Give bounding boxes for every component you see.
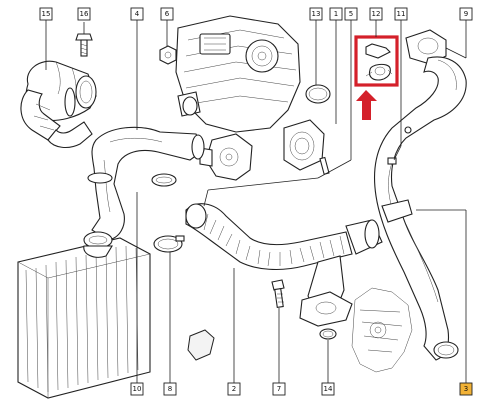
callout-6-text: 6 <box>165 10 170 18</box>
callout-5-text: 5 <box>349 10 353 18</box>
part-12-gasket <box>365 43 393 81</box>
callout-8-text: 8 <box>168 385 172 393</box>
callout-4: 4 <box>130 7 144 21</box>
callout-7-text: 7 <box>277 385 281 393</box>
part-9-long-hose <box>374 56 467 361</box>
callout-8: 8 <box>163 382 177 396</box>
callout-10-text: 10 <box>133 385 142 393</box>
callout-14: 14 <box>321 382 335 396</box>
highlight-arrow-icon <box>356 90 377 120</box>
callout-2: 2 <box>227 382 241 396</box>
part-6-nut <box>159 45 177 65</box>
callout-1: 1 <box>329 7 343 21</box>
callout-9-text: 9 <box>464 10 468 18</box>
part-16-bolt <box>75 33 93 57</box>
callout-16-text: 16 <box>80 10 89 18</box>
callout-12: 12 <box>369 7 383 21</box>
part-7-bolt <box>271 279 285 308</box>
callout-3: 3 <box>459 382 473 396</box>
throttle-body <box>199 133 253 181</box>
callout-9: 9 <box>459 7 473 21</box>
callout-3-text: 3 <box>464 385 468 393</box>
callout-labels: 15 16 4 6 13 1 5 12 <box>39 7 473 396</box>
callout-13: 13 <box>309 7 323 21</box>
part-15-upper-hose <box>20 60 97 149</box>
callout-7: 7 <box>272 382 286 396</box>
callout-11: 11 <box>394 7 408 21</box>
callout-16: 16 <box>77 7 91 21</box>
callout-11-text: 11 <box>397 10 406 18</box>
callout-4-text: 4 <box>135 10 140 18</box>
callout-1-text: 1 <box>334 10 338 18</box>
turbo-housing <box>175 15 301 133</box>
highlight-box <box>354 35 399 87</box>
part-14-seal <box>319 328 337 340</box>
callout-13-text: 13 <box>312 10 321 18</box>
part-2-corrugated-pipe <box>185 203 383 327</box>
leader-lines <box>45 20 467 383</box>
callout-15-text: 15 <box>42 10 51 18</box>
callout-5: 5 <box>344 7 358 21</box>
part-10-clamp <box>151 173 177 187</box>
part-8-clamp <box>153 235 185 253</box>
callout-15: 15 <box>39 7 53 21</box>
intercooler <box>17 237 215 399</box>
callout-10: 10 <box>130 382 144 396</box>
callout-14-text: 14 <box>324 385 333 393</box>
callout-2-text: 2 <box>232 385 236 393</box>
part-1-connector <box>283 119 330 175</box>
part-11-hose-top <box>405 29 447 65</box>
engine-block-outline <box>351 287 413 373</box>
callout-12-text: 12 <box>372 10 381 18</box>
part-4-intercooler-hose <box>83 126 205 258</box>
callout-6: 6 <box>160 7 174 21</box>
part-13-o-ring <box>305 84 331 104</box>
